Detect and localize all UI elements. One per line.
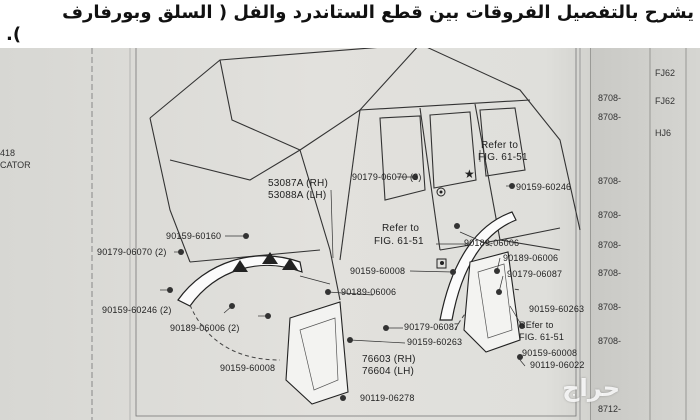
right-column-code: 8708- (598, 210, 622, 220)
vehicle-body-outline (149, 43, 581, 301)
part-label: 90189-06006 (2) (170, 323, 240, 333)
refer-label: REfer to (519, 320, 554, 330)
part-label: 90119-06022 (530, 360, 585, 370)
part-label: 53087A (RH) (268, 178, 329, 189)
part-label: 90189-06006 (464, 238, 520, 248)
right-column-code: 8708- (598, 302, 622, 312)
right-column-code: HJ6 (655, 128, 672, 138)
right-column-code: 8708- (598, 240, 622, 250)
part-label: 53088A (LH) (268, 190, 327, 201)
right-column-code: 8708- (598, 112, 622, 122)
part-label: 90159-60246 (516, 182, 572, 192)
part-label: 90159-60008 (522, 348, 578, 358)
part-label: 90159-60008 (220, 363, 276, 373)
caption-line-1: يشرح بالتفصيل الفروقات بين قطع الستاندرد… (62, 2, 694, 23)
rear-mud-guard (463, 251, 521, 353)
figure-reference: FIG. 61-51 (478, 152, 528, 163)
margin-code: 418 (0, 148, 16, 158)
rear-over-fender (439, 211, 517, 321)
part-label: 90189-06006 (503, 253, 559, 263)
part-label: 90179-06070 (2) (97, 247, 167, 257)
right-column-code: 8708- (598, 176, 622, 186)
part-label: 90159-60246 (2) (102, 305, 172, 315)
caption-line-2: ). (6, 24, 22, 45)
part-label: 90179-06087 (404, 322, 460, 332)
part-label: 76603 (RH) (362, 354, 416, 365)
right-column-code: FJ62 (655, 68, 676, 78)
right-column-code: 8708- (598, 93, 622, 103)
figure-reference: FIG. 61-51 (519, 332, 565, 342)
part-label: 90159-60008 (350, 266, 406, 276)
part-label: 90159-60263 (529, 304, 585, 314)
figure-reference: FIG. 61-51 (374, 236, 424, 247)
svg-text:★: ★ (464, 167, 475, 181)
part-label: 90159-60263 (407, 337, 463, 347)
part-label: 76604 (LH) (362, 366, 415, 377)
part-label: 90159-60160 (166, 231, 222, 241)
arabic-caption: يشرح بالتفصيل الفروقات بين قطع الستاندرد… (0, 0, 700, 48)
right-column-code: 8712- (598, 404, 622, 414)
margin-label: CATOR (0, 160, 31, 170)
right-column-code: 8708- (598, 336, 622, 346)
part-label: 90189-06006 (341, 287, 397, 297)
right-column-code: FJ62 (655, 96, 676, 106)
front-mud-guard (285, 301, 349, 405)
part-label: 90179-06070 (3) (352, 172, 422, 182)
haraj-watermark-logo: حراج (562, 374, 620, 402)
part-label: 90119-06278 (360, 393, 415, 403)
adjacent-page (590, 30, 700, 420)
refer-label: Refer to (382, 223, 420, 234)
refer-label: Refer to (481, 140, 519, 151)
part-label: 90179-06087 (507, 269, 563, 279)
right-column-code: 8708- (598, 268, 622, 278)
